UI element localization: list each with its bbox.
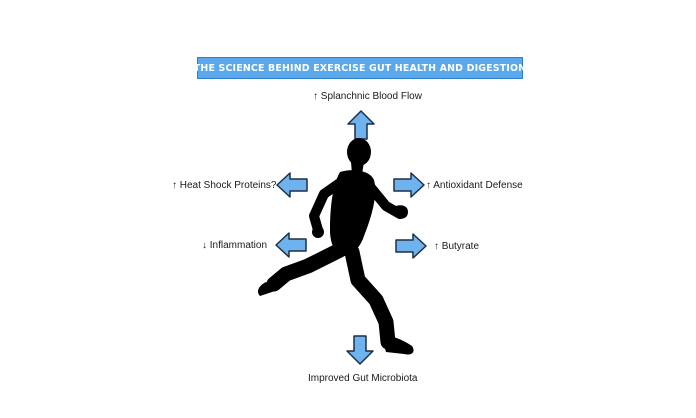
arrow-right-icon [395, 233, 427, 259]
label-antioxidant-defense: ↑ Antioxidant Defense [426, 180, 523, 191]
arrow-down-icon [346, 335, 374, 365]
label-splanchnic-blood-flow: ↑ Splanchnic Blood Flow [313, 91, 422, 102]
diagram-title: The Science Behind Exercise Gut Health a… [193, 62, 527, 74]
running-person-silhouette-icon [258, 138, 414, 355]
arrow-right-icon [393, 172, 425, 198]
arrow-left-icon [276, 172, 308, 198]
title-banner: The Science Behind Exercise Gut Health a… [193, 57, 527, 79]
label-inflammation: ↓ Inflammation [202, 240, 268, 251]
label-improved-gut-microbiota: Improved Gut Microbiota [308, 373, 418, 384]
arrow-left-icon [275, 232, 307, 258]
label-heat-shock-proteins: ↑ Heat Shock Proteins? [172, 180, 277, 191]
label-butyrate: ↑ Butyrate [434, 241, 480, 252]
